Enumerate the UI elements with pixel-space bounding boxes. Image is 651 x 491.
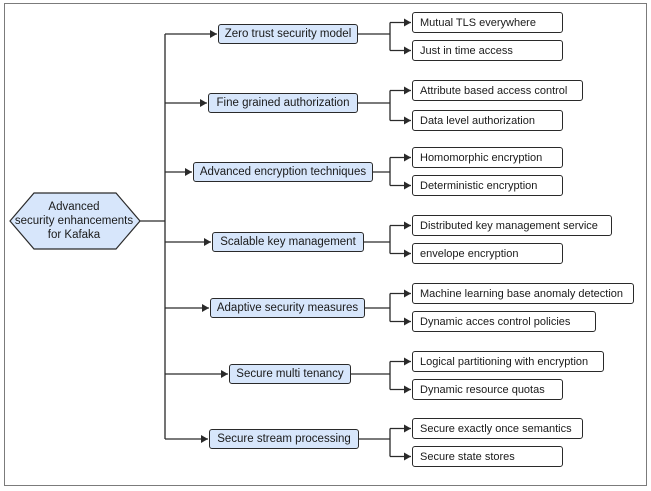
arrowhead <box>404 385 411 394</box>
leaf-node: envelope encryption <box>412 243 563 264</box>
branch-node: Adaptive security measures <box>210 298 365 318</box>
leaf-node: Homomorphic encryption <box>412 147 563 168</box>
arrowhead <box>404 317 411 326</box>
leaf-node: Dynamic resource quotas <box>412 379 563 400</box>
arrowhead <box>404 424 411 433</box>
leaf-node: Secure exactly once semantics <box>412 418 583 439</box>
arrowhead <box>404 86 411 95</box>
arrowhead <box>404 221 411 230</box>
arrowhead <box>185 168 192 176</box>
arrowhead <box>202 304 209 312</box>
root-node-label: Advanced security enhancements for Kafak… <box>14 201 134 241</box>
leaf-node: Just in time access <box>412 40 563 61</box>
arrowhead <box>404 46 411 55</box>
branch-node: Zero trust security model <box>218 24 358 44</box>
arrowhead <box>204 238 211 246</box>
arrowhead <box>404 18 411 27</box>
branch-node: Fine grained authorization <box>208 93 358 113</box>
leaf-node: Mutual TLS everywhere <box>412 12 563 33</box>
arrowhead <box>210 30 217 38</box>
arrowhead <box>404 181 411 190</box>
leaf-node: Machine learning base anomaly detection <box>412 283 634 304</box>
leaf-node: Secure state stores <box>412 446 563 467</box>
arrowhead <box>404 153 411 162</box>
arrowhead <box>201 435 208 443</box>
arrowhead <box>404 116 411 125</box>
arrowhead <box>404 452 411 461</box>
arrowhead <box>404 357 411 366</box>
leaf-node: Logical partitioning with encryption <box>412 351 604 372</box>
branch-node: Scalable key management <box>212 232 364 252</box>
arrowhead <box>404 289 411 298</box>
leaf-node: Distributed key management service <box>412 215 612 236</box>
leaf-node: Attribute based access control <box>412 80 583 101</box>
arrowhead <box>404 249 411 258</box>
branch-node: Advanced encryption techniques <box>193 162 373 182</box>
leaf-node: Data level authorization <box>412 110 563 131</box>
branch-node: Secure stream processing <box>209 429 359 449</box>
branch-node: Secure multi tenancy <box>229 364 351 384</box>
leaf-node: Dynamic acces control policies <box>412 311 596 332</box>
leaf-node: Deterministic encryption <box>412 175 563 196</box>
arrowhead <box>200 99 207 107</box>
arrowhead <box>221 370 228 378</box>
